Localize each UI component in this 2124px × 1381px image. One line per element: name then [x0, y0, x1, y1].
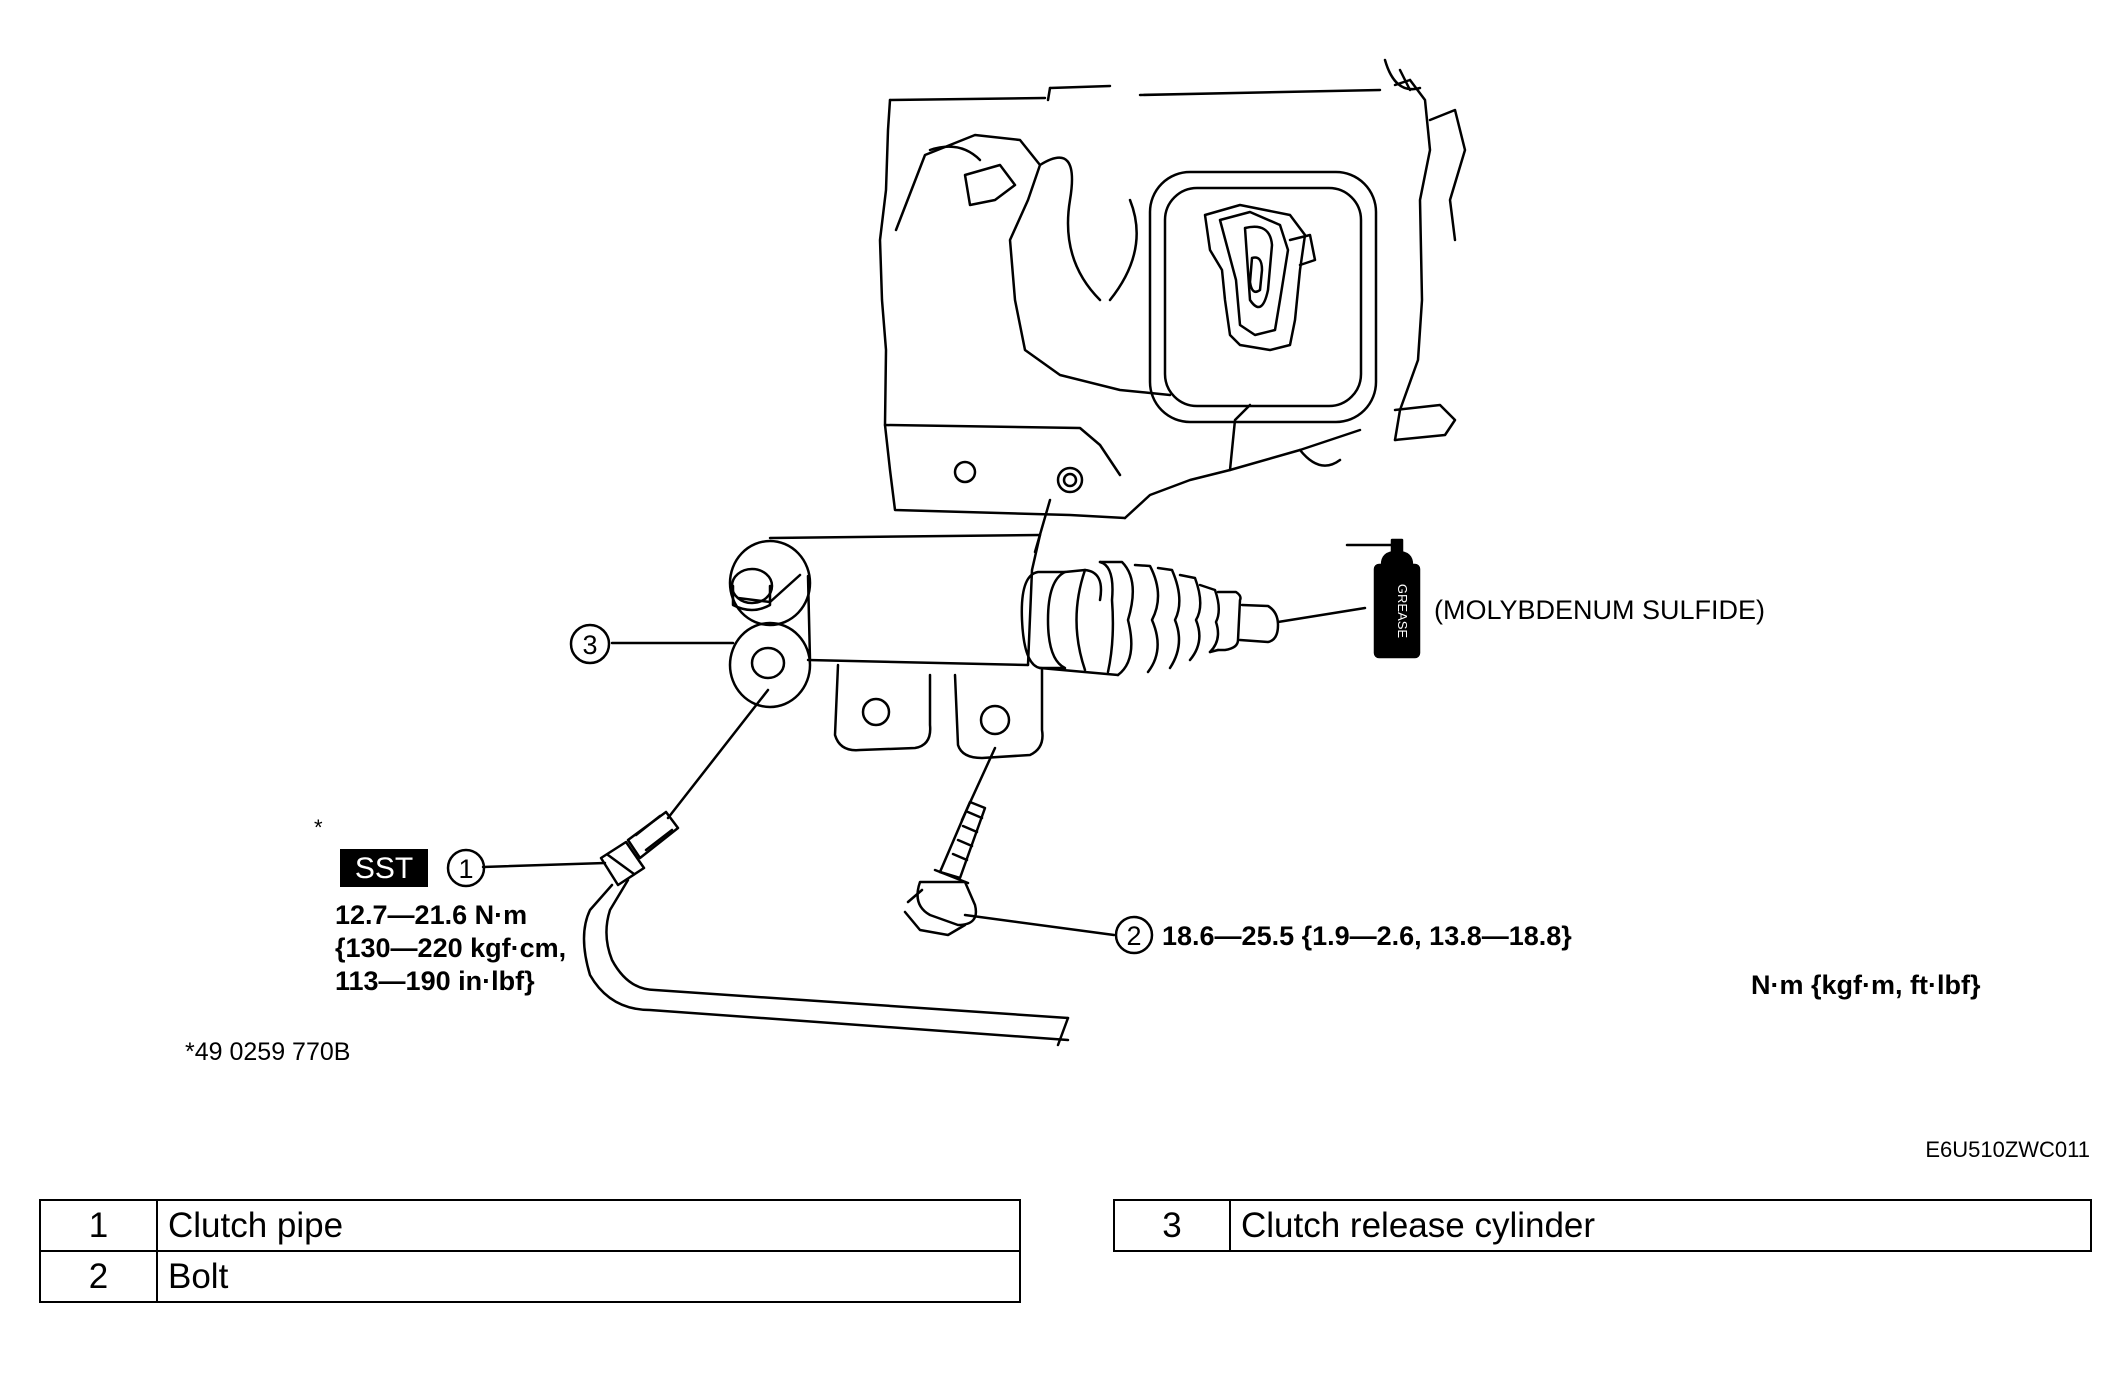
bolt [903, 746, 997, 937]
torque-clutch-pipe-line3: 113—190 in·lbf} [335, 966, 535, 996]
clutch-pipe [582, 688, 1070, 1047]
legend-number: 1 [39, 1199, 158, 1252]
transmission-housing [878, 58, 1467, 554]
grease-note: (MOLYBDENUM SULFIDE) [1434, 595, 1765, 625]
sst-badge [340, 849, 428, 887]
torque-bolt: 18.6—25.5 {1.9—2.6, 13.8—18.8} [1162, 921, 1572, 951]
sst-asterisk: * [314, 815, 323, 840]
torque-clutch-pipe-line1: 12.7—21.6 N·m [335, 900, 527, 930]
callout-circle-1 [446, 848, 486, 888]
callout-number-2: 2 [1126, 921, 1141, 951]
legend-table-right: 3 Clutch release cylinder [1113, 1199, 2092, 1252]
figure-code: E6U510ZWC011 [1925, 1137, 2090, 1162]
leader-lines [481, 641, 1116, 937]
legend-table-left: 1 Clutch pipe 2 Bolt [39, 1199, 1021, 1303]
legend-part-name: Bolt [156, 1250, 1021, 1303]
callout-circle-3 [569, 623, 611, 665]
callout-circle-2 [1114, 915, 1154, 955]
legend-part-name: Clutch release cylinder [1229, 1199, 2092, 1252]
legend-part-name: Clutch pipe [156, 1199, 1021, 1252]
grease-can-icon [1345, 538, 1421, 659]
legend-row: 2 Bolt [39, 1250, 1021, 1303]
grease-can-label: GREASE [1395, 584, 1410, 639]
legend-row: 3 Clutch release cylinder [1113, 1199, 2092, 1252]
torque-clutch-pipe-line2: {130—220 kgf·cm, [335, 933, 566, 963]
clutch-release-cylinder [728, 533, 1367, 760]
callout-number-1: 1 [458, 854, 473, 884]
callout-number-3: 3 [582, 630, 597, 660]
torque-unit-note: N·m {kgf·m, ft·lbf} [1751, 970, 1981, 1000]
sst-part-number: *49 0259 770B [185, 1038, 350, 1066]
legend-number: 3 [1113, 1199, 1231, 1252]
sst-badge-label: SST [355, 852, 413, 885]
legend-row: 1 Clutch pipe [39, 1199, 1021, 1252]
legend-number: 2 [39, 1250, 158, 1303]
